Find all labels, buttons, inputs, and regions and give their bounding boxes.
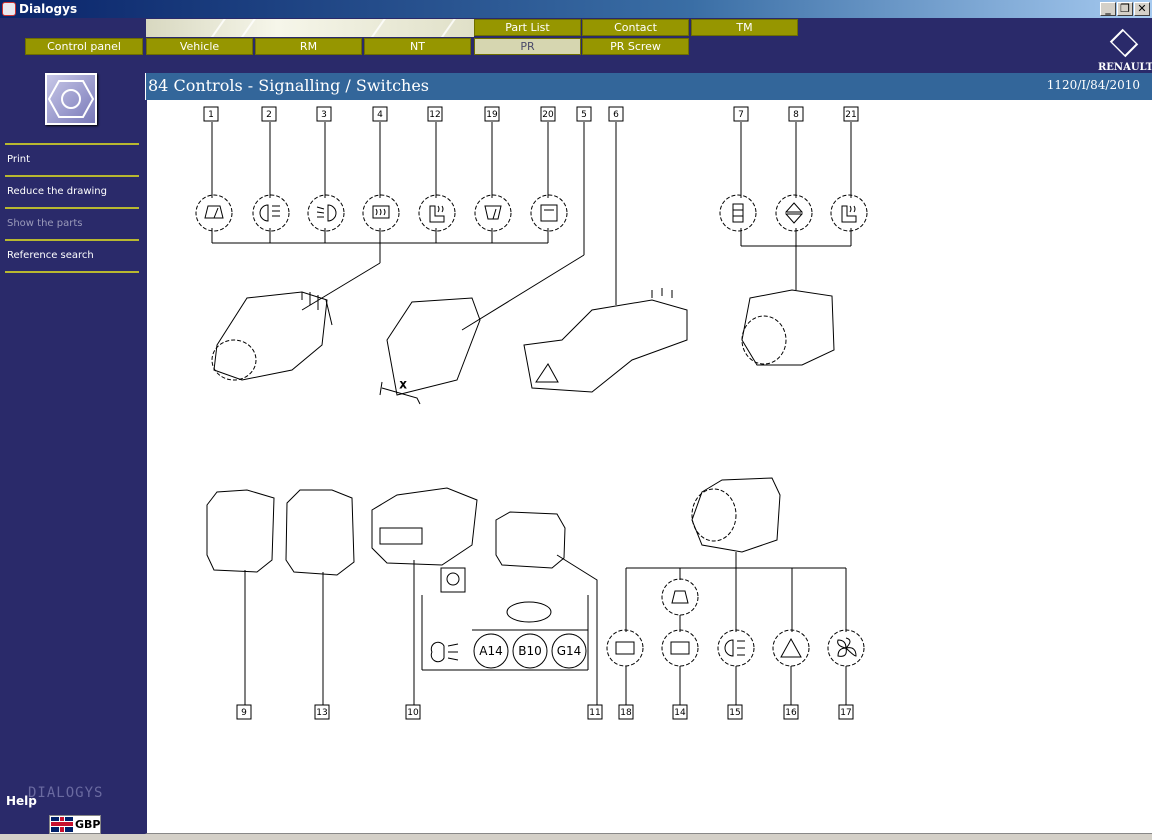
tab-pr[interactable]: PR	[474, 38, 581, 55]
renault-diamond-icon	[1109, 28, 1139, 58]
connector-code-A14: A14	[479, 644, 502, 658]
svg-text:6: 6	[613, 110, 619, 120]
svg-text:15: 15	[729, 708, 740, 718]
app-icon	[2, 2, 16, 16]
callout-20[interactable]: 20	[540, 106, 556, 122]
header-banner	[146, 19, 474, 37]
close-button[interactable]: ✕	[1134, 2, 1150, 16]
page-header: 84 Controls - Signalling / Switches 1120…	[145, 73, 1152, 100]
svg-text:7: 7	[738, 110, 744, 120]
callout-5[interactable]: 5	[576, 106, 592, 122]
top-navigation: Part List Contact TM Control panel Vehic…	[0, 18, 1152, 73]
dialogys-watermark: DIALOGYS	[28, 785, 104, 801]
tab-part-list[interactable]: Part List	[474, 19, 581, 36]
svg-text:11: 11	[589, 708, 600, 718]
svg-text:19: 19	[486, 110, 498, 120]
svg-text:5: 5	[581, 110, 587, 120]
sidebar-item-print[interactable]: Print	[5, 143, 139, 172]
connector-code-G14: G14	[557, 644, 582, 658]
sidebar-divider	[5, 271, 139, 273]
svg-text:4: 4	[377, 110, 383, 120]
svg-text:13: 13	[316, 708, 327, 718]
callout-3[interactable]: 3	[316, 106, 332, 122]
language-code: GBP	[75, 818, 101, 831]
sidebar-item-reference-search[interactable]: Reference search	[5, 239, 139, 268]
window-title: Dialogys	[19, 2, 78, 16]
callout-8[interactable]: 8	[788, 106, 804, 122]
window-titlebar: Dialogys _ ❐ ✕	[0, 0, 1152, 18]
svg-text:17: 17	[840, 708, 851, 718]
svg-text:20: 20	[542, 110, 554, 120]
callout-16[interactable]: 16	[783, 704, 799, 720]
svg-text:X: X	[400, 381, 406, 391]
callout-17[interactable]: 17	[838, 704, 854, 720]
callout-12[interactable]: 12	[427, 106, 443, 122]
callout-14[interactable]: 14	[672, 704, 688, 720]
renault-logo: RENAULT	[1098, 26, 1152, 73]
callout-11[interactable]: 11	[587, 704, 603, 720]
page-title: 84 Controls - Signalling / Switches	[148, 76, 430, 95]
tab-tm[interactable]: TM	[691, 19, 798, 36]
parts-diagram: X	[195, 106, 868, 720]
svg-text:1: 1	[208, 110, 214, 120]
exploded-parts-drawing: X	[145, 100, 1152, 834]
callout-10[interactable]: 10	[405, 704, 421, 720]
svg-text:16: 16	[785, 708, 797, 718]
maximize-button[interactable]: ❐	[1117, 2, 1133, 16]
svg-text:8: 8	[793, 110, 799, 120]
tab-rm[interactable]: RM	[255, 38, 362, 55]
callout-18[interactable]: 18	[618, 704, 634, 720]
callout-13[interactable]: 13	[314, 704, 330, 720]
svg-text:10: 10	[407, 708, 419, 718]
callout-21[interactable]: 21	[843, 106, 859, 122]
callout-15[interactable]: 15	[727, 704, 743, 720]
minimize-button[interactable]: _	[1100, 2, 1116, 16]
tab-pr-screw[interactable]: PR Screw	[582, 38, 689, 55]
callout-1[interactable]: 1	[203, 106, 219, 122]
svg-text:18: 18	[620, 708, 632, 718]
svg-text:12: 12	[429, 110, 440, 120]
svg-text:9: 9	[241, 708, 247, 718]
svg-text:2: 2	[266, 110, 272, 120]
tab-nt[interactable]: NT	[364, 38, 471, 55]
sidebar: Print Reduce the drawing Show the parts …	[0, 73, 145, 840]
uk-flag-icon	[51, 817, 73, 832]
connector-code-B10: B10	[518, 644, 542, 658]
callout-2[interactable]: 2	[261, 106, 277, 122]
tab-control-panel[interactable]: Control panel	[25, 38, 143, 55]
callout-9[interactable]: 9	[236, 704, 252, 720]
tab-contact[interactable]: Contact	[582, 19, 689, 36]
callout-6[interactable]: 6	[608, 106, 624, 122]
page-reference: 1120/I/84/2010	[1046, 78, 1140, 92]
renault-wordmark: RENAULT	[1098, 62, 1152, 73]
status-bar	[0, 834, 1152, 840]
sidebar-item-reduce-drawing[interactable]: Reduce the drawing	[5, 175, 139, 204]
callout-4[interactable]: 4	[372, 106, 388, 122]
language-selector[interactable]: GBP	[49, 815, 101, 834]
callout-7[interactable]: 7	[733, 106, 749, 122]
help-link[interactable]: Help	[6, 794, 37, 808]
svg-text:21: 21	[845, 110, 856, 120]
svg-text:3: 3	[321, 110, 327, 120]
tab-vehicle[interactable]: Vehicle	[146, 38, 253, 55]
hex-nut-icon	[45, 73, 97, 125]
callout-19[interactable]: 19	[484, 106, 500, 122]
sidebar-item-show-parts: Show the parts	[5, 207, 139, 236]
svg-text:14: 14	[674, 708, 686, 718]
